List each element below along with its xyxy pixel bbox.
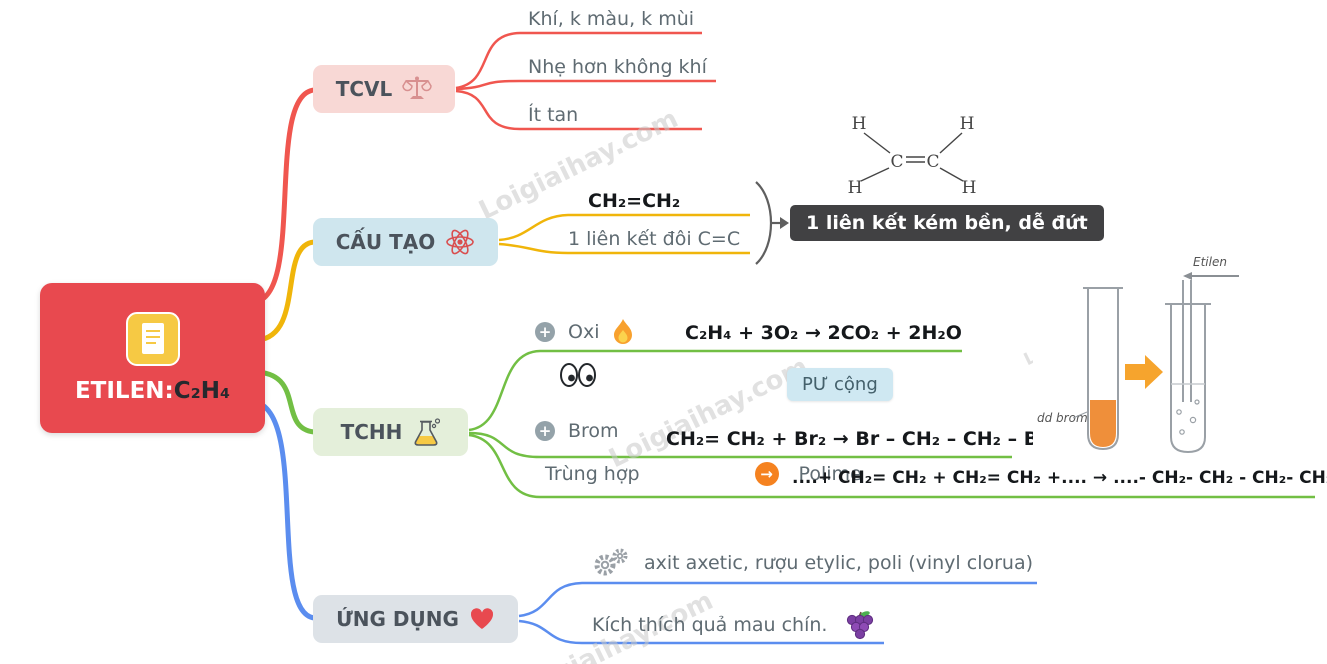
plus-circle-icon: +: [535, 321, 555, 342]
flask-icon: [414, 418, 441, 446]
plus-circle-icon: +: [535, 421, 555, 441]
tchh-child-line-brom: [468, 431, 1012, 459]
cautao-formula: CH₂=CH₂: [588, 190, 681, 212]
structure-c2: C: [926, 152, 939, 172]
oxi-equation: C₂H₄ + 3O₂ → 2CO₂ + 2H₂O: [685, 322, 962, 344]
trunghop-equation: ....+ CH₂= CH₂ + CH₂= CH₂ +.... → ....- …: [792, 468, 1327, 488]
grapes-icon: [847, 611, 874, 640]
oxi-label: Oxi: [568, 320, 600, 343]
topic-node-tcvl: TCVL: [313, 65, 455, 113]
atom-icon: [446, 229, 475, 255]
central-node-title: ETILEN:C₂H₄: [75, 378, 230, 404]
central-node-etilen: ETILEN:C₂H₄: [40, 283, 265, 433]
gears-icon: [594, 548, 628, 576]
ungdung-item-1: axit axetic, rượu etylic, poli (vinyl cl…: [644, 552, 1034, 574]
flame-icon: [614, 319, 633, 344]
central-title-text: ETILEN:: [74, 378, 174, 404]
experiment-gas-label: Etilen: [1193, 255, 1227, 269]
balance-scale-icon: [402, 76, 433, 99]
brom-equation: CH₂= CH₂ + Br₂ → Br – CH₂ – CH₂ – Br: [666, 428, 1048, 450]
pu-cong-badge: PƯ cộng: [787, 368, 893, 401]
tchh-label: TCHH: [340, 420, 403, 444]
eyes-icon: [560, 363, 596, 387]
tchh-child-line-trunghop: [468, 433, 1315, 499]
tchh-trunghop-row: Trùng hợp → Polime: [545, 462, 862, 486]
trunghop-label: Trùng hợp: [545, 463, 640, 485]
structure-h3: H: [848, 178, 863, 198]
topic-node-ungdung: ỨNG DỤNG: [313, 595, 518, 643]
cautao-note-badge: 1 liên kết kém bền, dễ đứt: [790, 205, 1104, 241]
tcvl-item-2: Nhẹ hơn không khí: [528, 56, 707, 78]
ungdung-item-2: Kích thích quả mau chín.: [592, 614, 828, 636]
bromine-experiment-image: Etilen dd brom: [1033, 252, 1245, 464]
ungdung-label: ỨNG DỤNG: [336, 607, 459, 631]
ungdung-child-line-2: [518, 619, 884, 645]
polime-label: Polime: [798, 463, 862, 485]
central-title-formula: C₂H₄: [173, 378, 231, 404]
branch-line-ungdung: [252, 399, 317, 621]
tcvl-child-line-1: [455, 31, 702, 90]
tcvl-item-1: Khí, k màu, k mùi: [528, 8, 695, 30]
ethylene-structure-diagram: H H H H C C: [848, 114, 977, 198]
structure-h4: H: [962, 178, 977, 198]
structure-c1: C: [890, 152, 903, 172]
experiment-tube-label: dd brom: [1037, 411, 1088, 425]
tchh-brom-row: + Brom: [535, 420, 619, 442]
brom-label: Brom: [568, 420, 619, 442]
structure-h1: H: [852, 114, 867, 134]
tcvl-child-line-2: [455, 79, 716, 91]
document-icon: [125, 312, 180, 366]
tchh-oxi-row: + Oxi: [535, 318, 634, 345]
ungdung-row-1: axit axetic, rượu etylic, poli (vinyl cl…: [592, 548, 1033, 578]
arrow-circle-icon: →: [754, 462, 779, 486]
topic-node-cautao: CẤU TẠO: [313, 218, 498, 266]
cautao-bond-text: 1 liên kết đôi C=C: [568, 228, 741, 250]
ungdung-row-2: Kích thích quả mau chín.: [592, 610, 875, 640]
heart-icon: [470, 608, 493, 629]
brace-arrow-head: [780, 217, 789, 229]
structure-h2: H: [960, 114, 975, 134]
cautao-label: CẤU TẠO: [335, 230, 436, 254]
tcvl-label: TCVL: [335, 77, 393, 101]
topic-node-tchh: TCHH: [313, 408, 468, 456]
tcvl-child-line-3: [455, 89, 702, 131]
brace-curve: [755, 181, 773, 265]
tcvl-item-3: Ít tan: [528, 104, 579, 126]
cautao-child-line-1: [498, 213, 750, 242]
cautao-child-line-2: [498, 242, 750, 255]
branch-line-tchh: [255, 369, 317, 435]
branch-line-cautao: [255, 239, 317, 343]
ungdung-child-line-1: [518, 581, 1037, 618]
branch-line-tcvl: [252, 87, 317, 305]
tchh-child-line-oxi: [468, 349, 962, 432]
